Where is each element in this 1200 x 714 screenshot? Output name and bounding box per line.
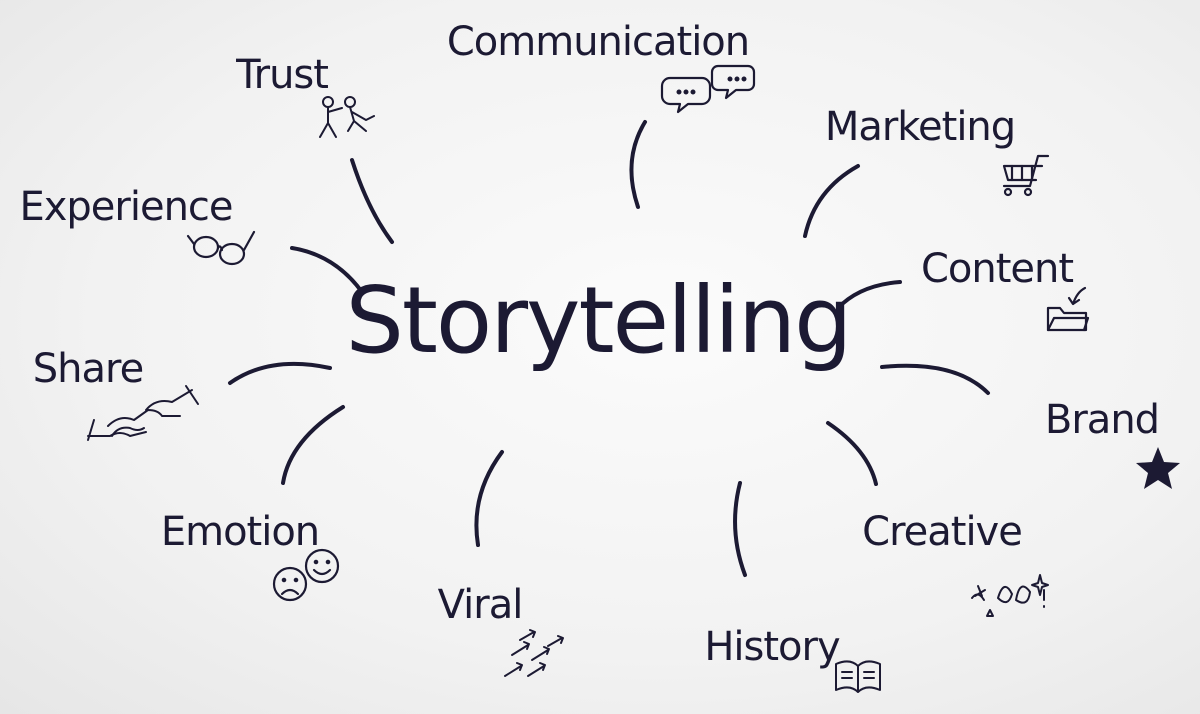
node-label-experience: Experience — [19, 184, 232, 230]
node-label-share: Share — [33, 346, 143, 392]
connector-experience — [290, 246, 364, 294]
connector-history — [733, 481, 747, 577]
node-label-emotion: Emotion — [161, 509, 319, 555]
center-title: Storytelling — [345, 267, 850, 374]
stick-figures-icon — [319, 96, 375, 138]
connector-share — [228, 361, 332, 385]
handshake-icon — [87, 385, 199, 441]
node-label-content: Content — [921, 246, 1073, 292]
connector-brand — [880, 363, 990, 395]
star-icon — [1136, 447, 1180, 489]
node-label-history: History — [704, 624, 840, 670]
glasses-icon — [186, 230, 256, 266]
node-label-trust: Trust — [235, 52, 328, 98]
node-label-marketing: Marketing — [825, 104, 1015, 150]
shopping-cart-icon — [1002, 154, 1050, 197]
arrows-icon — [504, 629, 564, 677]
doodle-sparkles-icon — [971, 574, 1049, 617]
connector-emotion — [281, 405, 345, 485]
node-label-viral: Viral — [438, 582, 523, 628]
faces-icon — [272, 548, 340, 602]
node-label-creative: Creative — [862, 509, 1022, 555]
connector-communication — [629, 120, 647, 209]
open-book-icon — [835, 660, 881, 693]
node-label-communication: Communication — [447, 19, 749, 65]
folder-icon — [1046, 286, 1090, 332]
connector-creative — [826, 421, 878, 486]
node-label-brand: Brand — [1045, 397, 1159, 443]
connector-viral — [474, 450, 504, 547]
connector-marketing — [803, 164, 860, 238]
speech-bubbles-icon — [660, 64, 756, 114]
connector-trust — [350, 158, 394, 244]
connectors — [228, 120, 990, 577]
connector-content — [836, 280, 902, 310]
